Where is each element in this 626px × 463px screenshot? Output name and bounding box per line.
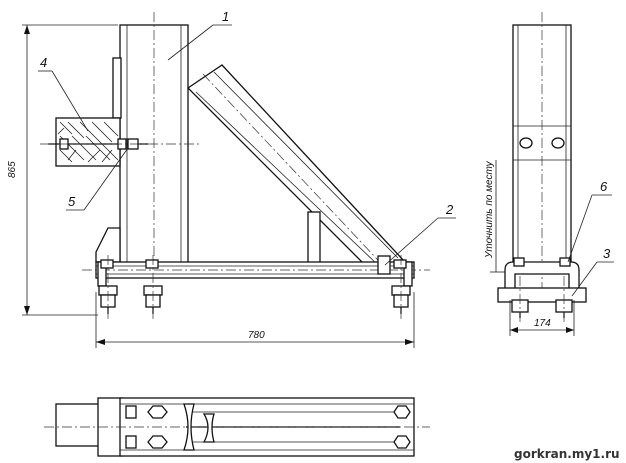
label-3: 3 [603, 246, 611, 261]
side-view: Уточнить по месту 174 6 3 [484, 12, 614, 336]
watermark-bg [508, 444, 626, 463]
front-view: 865 780 [7, 12, 430, 348]
label-1: 1 [222, 9, 229, 24]
watermark-text: gorkran.my1.ru [514, 447, 620, 461]
top-view [44, 397, 430, 457]
label-6: 6 [600, 179, 608, 194]
dim-side-text: 174 [534, 318, 551, 329]
label-4: 4 [40, 55, 47, 70]
label-5: 5 [68, 194, 76, 209]
dim-height-text: 865 [7, 161, 18, 178]
dim-width-text: 780 [248, 330, 265, 341]
base-bolt-right [391, 255, 411, 320]
base-bolt-mid [143, 255, 163, 320]
callouts-front: 1 4 5 2 [38, 9, 456, 266]
diagonal-brace [186, 64, 407, 271]
base-bolt-left [98, 255, 118, 320]
label-2: 2 [445, 202, 454, 217]
note-adjust-on-site: Уточнить по месту [484, 160, 495, 259]
